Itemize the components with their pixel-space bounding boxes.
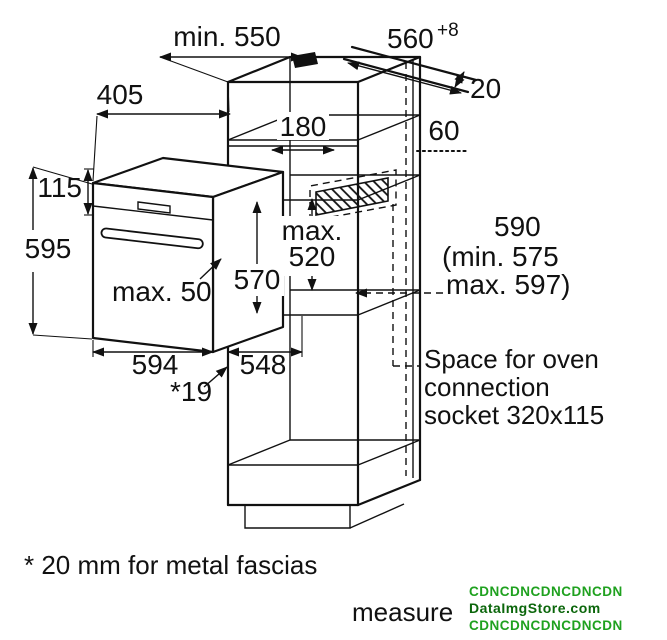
dim-60-label: 60 [428, 115, 459, 146]
socket-note-line2: connection [424, 372, 550, 402]
dim-594-label: 594 [132, 349, 179, 380]
oven-door-handle [100, 227, 204, 250]
socket-cutout [309, 169, 419, 367]
dim-min-550-label: min. 550 [173, 21, 280, 52]
measurement-note: measure [352, 597, 453, 627]
dim-20-label: 20 [470, 73, 501, 104]
watermark-brand: DataImgStore.com [469, 600, 601, 616]
oven-display [137, 201, 171, 214]
dim-560-tolerance-label: +8 [437, 20, 459, 41]
watermark-line1: CDNCDNCDNCDNCDN [469, 584, 623, 599]
dim-max-50-label: max. 50 [112, 276, 212, 307]
oven-drawing [91, 156, 285, 354]
watermark-line3: CDNCDNCDNCDNCDN [469, 618, 623, 633]
footnote: * 20 mm for metal fascias [24, 550, 317, 580]
extension-lines [32, 56, 303, 357]
dim-560-label: 560 [387, 23, 434, 54]
dim-180-label-bg [277, 112, 329, 140]
dim-595-label: 595 [25, 233, 72, 264]
dim-570-label-bg [230, 264, 284, 296]
dim-115-label: 115 [37, 172, 82, 203]
dim-590-min-label: (min. 575 [442, 241, 559, 272]
dim-max-520-label-bg [278, 216, 348, 276]
watermark: CDNCDNCDNCDNCDN DataImgStore.com CDNCDNC… [469, 583, 623, 634]
dim-19-label: *19 [170, 376, 212, 407]
top-bracket [292, 52, 318, 68]
dimension-lines [28, 52, 469, 388]
dim-520-label: 520 [289, 241, 336, 272]
dim-180-label: 180 [280, 111, 327, 142]
dim-548-label: 548 [240, 349, 287, 380]
dim-570-label: 570 [234, 264, 281, 295]
socket-note-line1: Space for oven [424, 344, 599, 374]
dim-590-label: 590 [494, 211, 541, 242]
socket-note-line3: socket 320x115 [424, 400, 604, 430]
dim-max-label: max. [282, 215, 343, 246]
dimension-labels: min. 550 560 +8 20 405 180 60 115 595 ma… [24, 20, 604, 627]
dim-405-label: 405 [97, 79, 144, 110]
dim-590-max-label: max. 597) [446, 269, 571, 300]
